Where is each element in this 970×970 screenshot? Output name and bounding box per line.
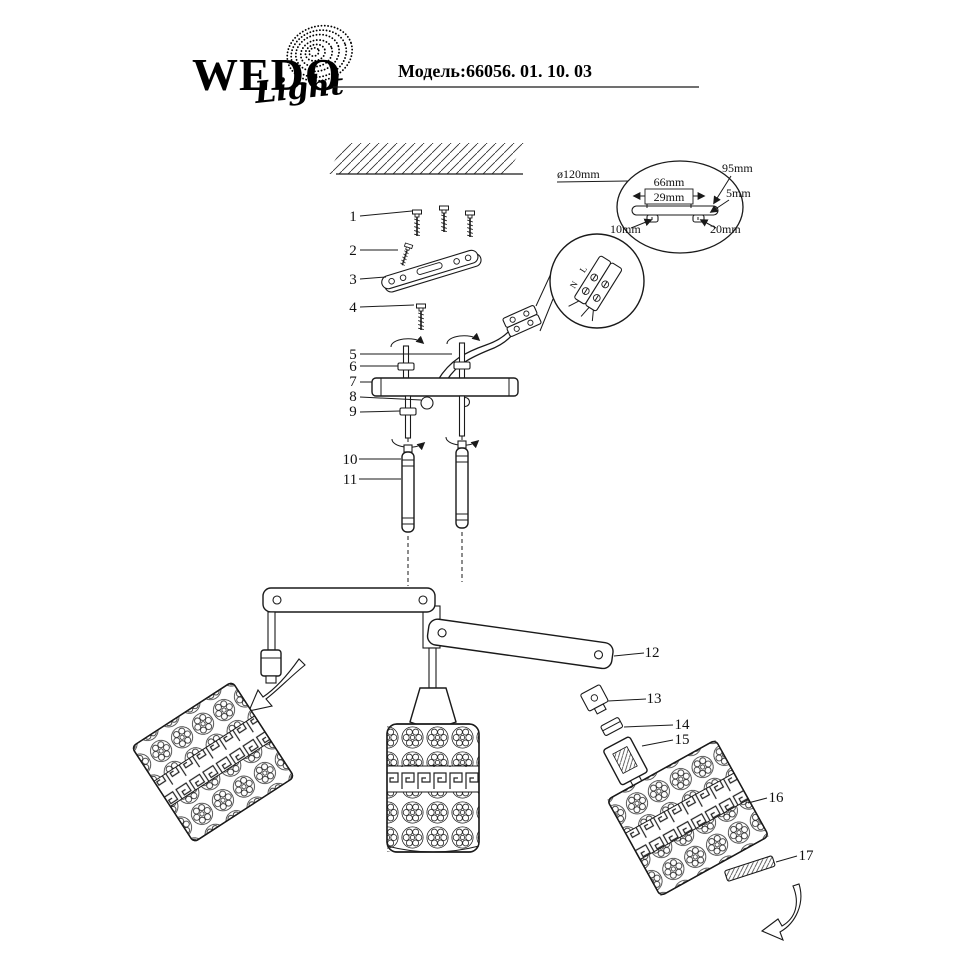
lock-nut	[453, 361, 471, 370]
threaded-stud	[458, 342, 466, 379]
part-label-16: 16	[769, 790, 785, 806]
wiring-detail-view: N L	[549, 233, 645, 329]
dim-29: 29mm	[654, 190, 685, 204]
brand-logo: WEDO Light	[192, 24, 354, 111]
mounting-strap	[381, 249, 482, 293]
part-label-2: 2	[349, 243, 357, 259]
part-label-6: 6	[349, 359, 357, 375]
threaded-stud	[458, 395, 466, 437]
threaded-stud	[402, 345, 410, 379]
suspension-rod	[401, 444, 415, 533]
brand-wordmark: WEDO	[192, 49, 342, 100]
machine-screw-icon	[397, 242, 414, 268]
threaded-stud	[404, 395, 412, 439]
rotate-arrow-icon	[390, 335, 425, 348]
lamp-socket	[260, 649, 282, 677]
wire-label-line: L	[578, 264, 589, 274]
canopy-plate	[371, 377, 519, 397]
part-label-11: 11	[343, 472, 357, 488]
part-label-15: 15	[675, 732, 690, 748]
shade-left	[131, 681, 295, 843]
wire-label-neutral: N	[568, 279, 580, 290]
finial-bar	[724, 855, 776, 882]
center-pendant	[409, 647, 457, 728]
socket-bracket	[580, 684, 609, 715]
frame-bar-bottom	[426, 618, 614, 670]
ceiling	[326, 143, 526, 175]
dim-5: 5mm	[726, 186, 751, 200]
shade-center	[386, 723, 480, 853]
cap-knob	[420, 396, 434, 410]
lock-nut	[397, 362, 415, 371]
ceiling-hatch	[326, 143, 526, 174]
shade-right	[607, 739, 769, 897]
terminal-block	[502, 305, 542, 337]
part-label-3: 3	[349, 272, 357, 288]
part-label-8: 8	[349, 389, 357, 405]
dimension-detail-view: ø120mm 66mm 29mm 95mm 5mm 10mm 20mm	[556, 160, 753, 254]
part-label-7: 7	[349, 374, 357, 390]
suspension-rod	[455, 440, 469, 529]
left-pendant	[260, 611, 282, 684]
attach-arrow-icon	[248, 658, 306, 712]
model-text: Модель:66056. 01. 10. 03	[398, 61, 592, 81]
socket-ring	[600, 717, 624, 736]
screw-icon	[411, 209, 423, 237]
chandelier-frame	[262, 587, 614, 670]
screw-icon	[464, 210, 476, 238]
screw-icon	[438, 205, 450, 233]
canopy-assembly	[371, 332, 519, 452]
part-callouts: 1 2 3 4 5 6 7 8 9 10 11 12 13 14 15 16 1…	[343, 209, 815, 864]
rotate-arrow-icon	[446, 332, 481, 345]
socket-body	[603, 736, 648, 787]
part-label-4: 4	[349, 300, 357, 316]
dim-66: 66mm	[654, 175, 685, 189]
dim-diameter: ø120mm	[557, 167, 600, 181]
part-label-1: 1	[349, 209, 357, 225]
dim-20: 20mm	[710, 222, 741, 236]
detail-link-line	[539, 298, 554, 332]
part-label-17: 17	[799, 848, 815, 864]
part-label-10: 10	[343, 452, 358, 468]
part-label-9: 9	[349, 404, 357, 420]
dim-95: 95mm	[722, 161, 753, 175]
dim-10: 10mm	[610, 222, 641, 236]
part-label-14: 14	[675, 717, 691, 733]
mount-bar-section	[631, 205, 719, 216]
attach-arrow-icon	[760, 883, 802, 942]
shade-holder-cone	[409, 687, 457, 728]
spiral-icon	[286, 24, 354, 82]
frame-bar-top	[262, 587, 436, 613]
anchor-screws	[411, 205, 476, 238]
fixing-screw-icon	[415, 303, 427, 331]
part-label-13: 13	[647, 691, 662, 707]
lock-nut	[399, 407, 417, 416]
part-label-12: 12	[645, 645, 660, 661]
part-label-5: 5	[349, 347, 357, 363]
